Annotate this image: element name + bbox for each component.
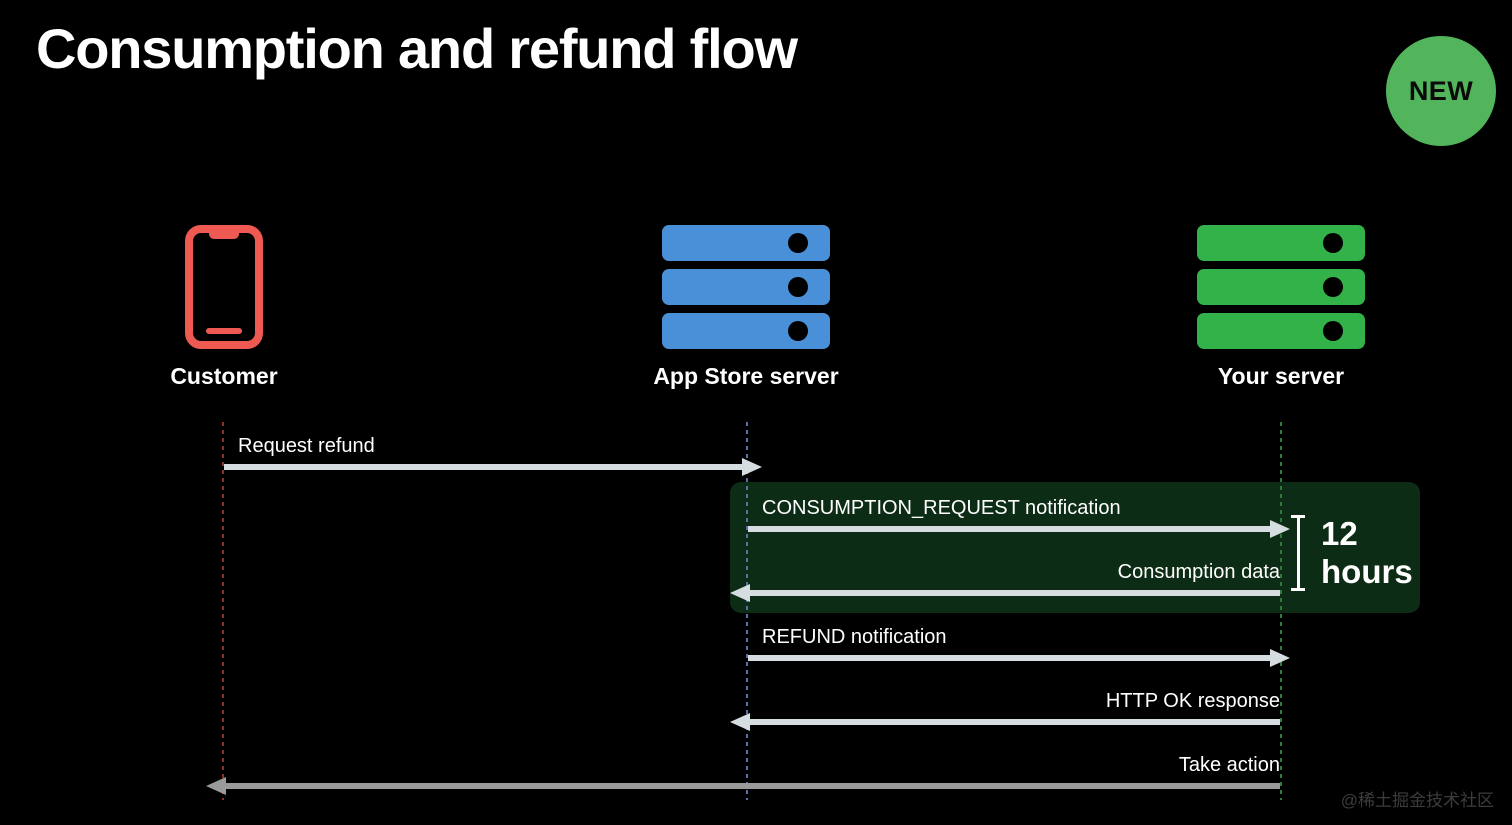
phone-notch-icon [209,232,239,239]
phone-icon [185,225,263,349]
lifeline-your-server [1280,422,1282,800]
server-dot-icon [788,233,808,253]
duration-unit: hours [1321,553,1413,590]
message-consumption-request-label: CONSUMPTION_REQUEST notification [762,497,1121,519]
new-badge-label: NEW [1408,75,1474,106]
arrow-line [748,719,1280,725]
arrow-line [748,655,1272,661]
watermark: @稀土掘金技术社区 [1340,791,1494,810]
message-http-ok-response: HTTP OK response [730,675,1280,731]
server-bar [1197,269,1365,305]
server-bar [662,225,830,261]
lifeline-customer [222,422,224,800]
actor-app-store-server: App Store server [596,225,896,390]
lifeline-app-store-server [746,422,748,800]
server-dot-icon [1323,277,1343,297]
message-consumption-request: CONSUMPTION_REQUEST notification [748,482,1290,538]
duration-bracket-icon [1291,515,1305,591]
arrow-line [224,783,1280,789]
message-request-refund-label: Request refund [238,435,375,457]
server-dot-icon [1323,321,1343,341]
arrow-head-left-icon [730,584,750,602]
message-take-action-label: Take action [1178,754,1280,776]
message-consumption-data: Consumption data [730,546,1280,602]
message-http-ok-response-label: HTTP OK response [1105,690,1280,712]
arrow-head-right-icon [1270,649,1290,667]
server-icon-green [1197,225,1365,349]
duration-bracket-stem [1297,515,1300,591]
actor-customer: Customer [74,225,374,390]
duration-text: 12 hours [1321,515,1413,591]
message-request-refund: Request refund [224,418,762,476]
actor-your-server: Your server [1131,225,1431,390]
page-title: Consumption and refund flow [36,17,798,80]
arrow-line [224,464,744,470]
arrow-line [748,590,1280,596]
server-bar [662,313,830,349]
message-take-action: Take action [206,739,1280,795]
arrow-head-left-icon [206,777,226,795]
arrow-head-right-icon [1270,520,1290,538]
server-dot-icon [788,277,808,297]
actor-app-store-server-label: App Store server [653,363,839,389]
duration-value: 12 [1321,515,1358,553]
server-bar [662,269,830,305]
server-bar [1197,313,1365,349]
phone-home-indicator-icon [206,328,242,334]
message-refund-notification-label: REFUND notification [762,626,947,648]
server-bar [1197,225,1365,261]
server-dot-icon [1323,233,1343,253]
new-badge: NEW [1386,36,1496,146]
arrow-line [748,526,1272,532]
server-icon-blue [662,225,830,349]
arrow-head-right-icon [742,458,762,476]
arrow-head-left-icon [730,713,750,731]
message-refund-notification: REFUND notification [748,611,1290,667]
actor-customer-label: Customer [170,363,278,389]
server-dot-icon [788,321,808,341]
message-consumption-data-label: Consumption data [1117,561,1280,583]
duration-annotation: 12 hours [1291,515,1413,591]
actor-your-server-label: Your server [1217,363,1345,389]
